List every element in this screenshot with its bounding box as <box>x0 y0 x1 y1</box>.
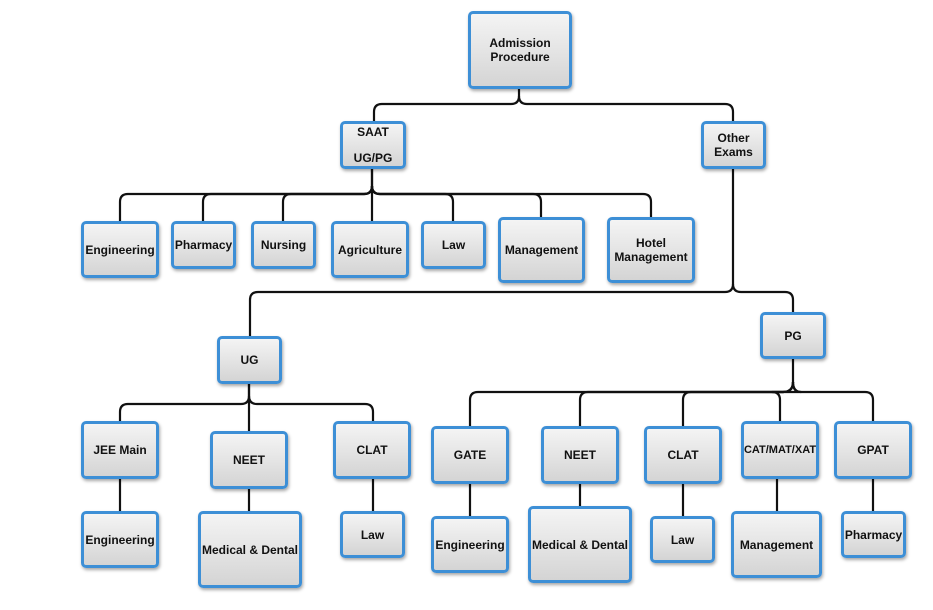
saat-stream-label: Agriculture <box>337 242 402 257</box>
pg-label: PG <box>784 328 802 343</box>
admission-line2: Procedure <box>490 50 550 64</box>
ug-node: UG <box>217 336 282 384</box>
pg-result-node: Pharmacy <box>841 511 906 558</box>
admission-line1: Admission <box>489 36 551 50</box>
pg-exam-node: CAT/MAT/XAT <box>741 421 819 479</box>
pg-result-label: Engineering <box>435 537 505 552</box>
pg-result-node: Medical & Dental <box>528 506 632 583</box>
ug-exam-node: CLAT <box>333 421 411 479</box>
pg-exam-node: GPAT <box>834 421 912 479</box>
saat-stream-node: Engineering <box>81 221 159 278</box>
saat-stream-node: Law <box>421 221 486 269</box>
other-exams-line1: Other <box>717 131 750 145</box>
pg-result-node: Law <box>650 516 715 563</box>
pg-exam-label: CAT/MAT/XAT <box>743 444 817 456</box>
saat-line1: SAAT <box>357 125 389 139</box>
ug-exam-node: JEE Main <box>81 421 159 479</box>
admission-procedure-node: Admission Procedure <box>468 11 572 89</box>
ug-exam-label: NEET <box>232 453 265 467</box>
ug-result-node: Law <box>340 511 405 558</box>
pg-result-label: Law <box>670 532 695 547</box>
pg-exam-label: GPAT <box>857 443 889 457</box>
hotel-management-line2: Management <box>614 250 688 264</box>
pg-result-node: Management <box>731 511 822 578</box>
pg-result-label: Medical & Dental <box>531 537 629 552</box>
hotel-management-line1: Hotel <box>635 236 666 250</box>
saat-line2: UG/PG <box>353 151 393 165</box>
ug-label: UG <box>240 353 259 367</box>
pg-exam-label: GATE <box>453 448 487 462</box>
saat-stream-label: Nursing <box>260 238 307 252</box>
saat-stream-node: Nursing <box>251 221 316 269</box>
saat-stream-node: Agriculture <box>331 221 409 278</box>
pg-result-label: Management <box>739 537 814 552</box>
other-exams-line2: Exams <box>714 145 753 159</box>
pg-result-label: Pharmacy <box>844 527 903 542</box>
saat-stream-node: Management <box>498 217 585 283</box>
pg-exam-node: GATE <box>431 426 509 484</box>
saat-stream-label: Management <box>504 243 579 257</box>
pg-result-node: Engineering <box>431 516 509 573</box>
saat-node: SAAT UG/PG <box>340 121 406 169</box>
other-exams-node: Other Exams <box>701 121 766 169</box>
ug-result-label: Medical & Dental <box>201 542 299 557</box>
pg-exam-node: CLAT <box>644 426 722 484</box>
saat-stream-node: Pharmacy <box>171 221 236 269</box>
saat-stream-label: Law <box>441 238 466 252</box>
ug-result-label: Law <box>360 527 385 542</box>
pg-exam-label: CLAT <box>667 448 699 462</box>
pg-exam-label: NEET <box>563 448 596 462</box>
hotel-management-node: Hotel Management <box>607 217 695 283</box>
ug-exam-node: NEET <box>210 431 288 489</box>
saat-stream-label: Pharmacy <box>174 238 233 252</box>
ug-exam-label: CLAT <box>356 443 388 457</box>
ug-result-node: Medical & Dental <box>198 511 302 588</box>
pg-exam-node: NEET <box>541 426 619 484</box>
ug-result-node: Engineering <box>81 511 159 568</box>
ug-result-label: Engineering <box>85 532 155 547</box>
ug-exam-label: JEE Main <box>93 443 147 457</box>
pg-node: PG <box>760 312 826 359</box>
saat-stream-label: Engineering <box>85 242 155 257</box>
